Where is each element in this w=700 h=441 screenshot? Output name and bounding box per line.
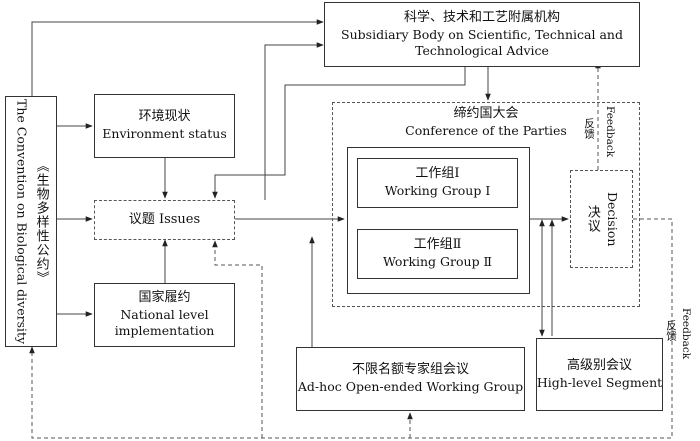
wg2-zh: 工作组Ⅱ xyxy=(413,237,462,253)
national-implementation-box: 国家履约 National level implementation xyxy=(94,283,235,347)
environment-en: Environment status xyxy=(102,126,227,142)
adhoc-zh: 不限名额专家组会议 xyxy=(351,362,469,378)
feedback-right-en: Feedback xyxy=(680,308,692,360)
national-en-line1: National level xyxy=(120,307,209,323)
national-zh: 国家履约 xyxy=(138,290,191,306)
highlevel-zh: 高级别会议 xyxy=(566,357,632,373)
feedback-top-zh: 反馈 xyxy=(583,118,595,139)
working-group-1-box: 工作组Ⅰ Working Group Ⅰ xyxy=(357,158,518,208)
wg2-en: Working Group Ⅱ xyxy=(382,254,493,270)
decision-zh: 决议 xyxy=(584,205,600,233)
arrow-subsidiary-to-issues xyxy=(212,67,466,199)
national-en-line2: implementation xyxy=(114,323,215,339)
cop-zh: 缔约国大会 xyxy=(453,106,519,121)
issues-box: 议题 Issues xyxy=(94,200,235,240)
wg1-zh: 工作组Ⅰ xyxy=(415,166,460,182)
cbd-box: 《生物多样性公约》 The Convention on Biological d… xyxy=(5,96,57,347)
environment-status-box: 环境现状 Environment status xyxy=(94,94,235,158)
cbd-title-zh: 《生物多样性公约》 xyxy=(33,158,49,285)
subsidiary-body-box: 科学、技术和工艺附属机构 Subsidiary Body on Scientif… xyxy=(324,2,640,67)
subsidiary-en-line1: Subsidiary Body on Scientific, Technical… xyxy=(341,26,623,42)
working-group-2-box: 工作组Ⅱ Working Group Ⅱ xyxy=(357,229,518,279)
cbd-title-en: The Convention on Biological diversity xyxy=(14,98,30,345)
feedback-right-zh: 反馈 xyxy=(665,320,677,341)
wg1-en: Working Group Ⅰ xyxy=(384,183,491,199)
decision-en: Decision xyxy=(605,191,621,247)
environment-zh: 环境现状 xyxy=(138,109,191,125)
cop-container: 缔约国大会 Conference of the Parties xyxy=(332,102,640,307)
adhoc-en: Ad-hoc Open-ended Working Group xyxy=(297,379,524,395)
cop-en: Conference of the Parties xyxy=(405,122,567,138)
high-level-segment-box: 高级别会议 High-level Segment xyxy=(536,338,663,411)
arrow-cbd-to-subsidiary xyxy=(31,19,324,96)
feedback-arrow-to-issues xyxy=(212,240,263,438)
decision-box: 决议 Decision xyxy=(570,170,633,268)
adhoc-working-group-box: 不限名额专家组会议 Ad-hoc Open-ended Working Grou… xyxy=(296,347,525,411)
subsidiary-en-line2: Technological Advice xyxy=(415,42,549,58)
subsidiary-zh: 科学、技术和工艺附属机构 xyxy=(403,9,560,25)
working-groups-container xyxy=(347,147,530,294)
issues-label: 议题 Issues xyxy=(128,211,201,227)
arrow-issues-to-subsidiary xyxy=(264,42,324,200)
highlevel-en: High-level Segment xyxy=(536,374,663,390)
feedback-top-en: Feedback xyxy=(604,106,616,158)
